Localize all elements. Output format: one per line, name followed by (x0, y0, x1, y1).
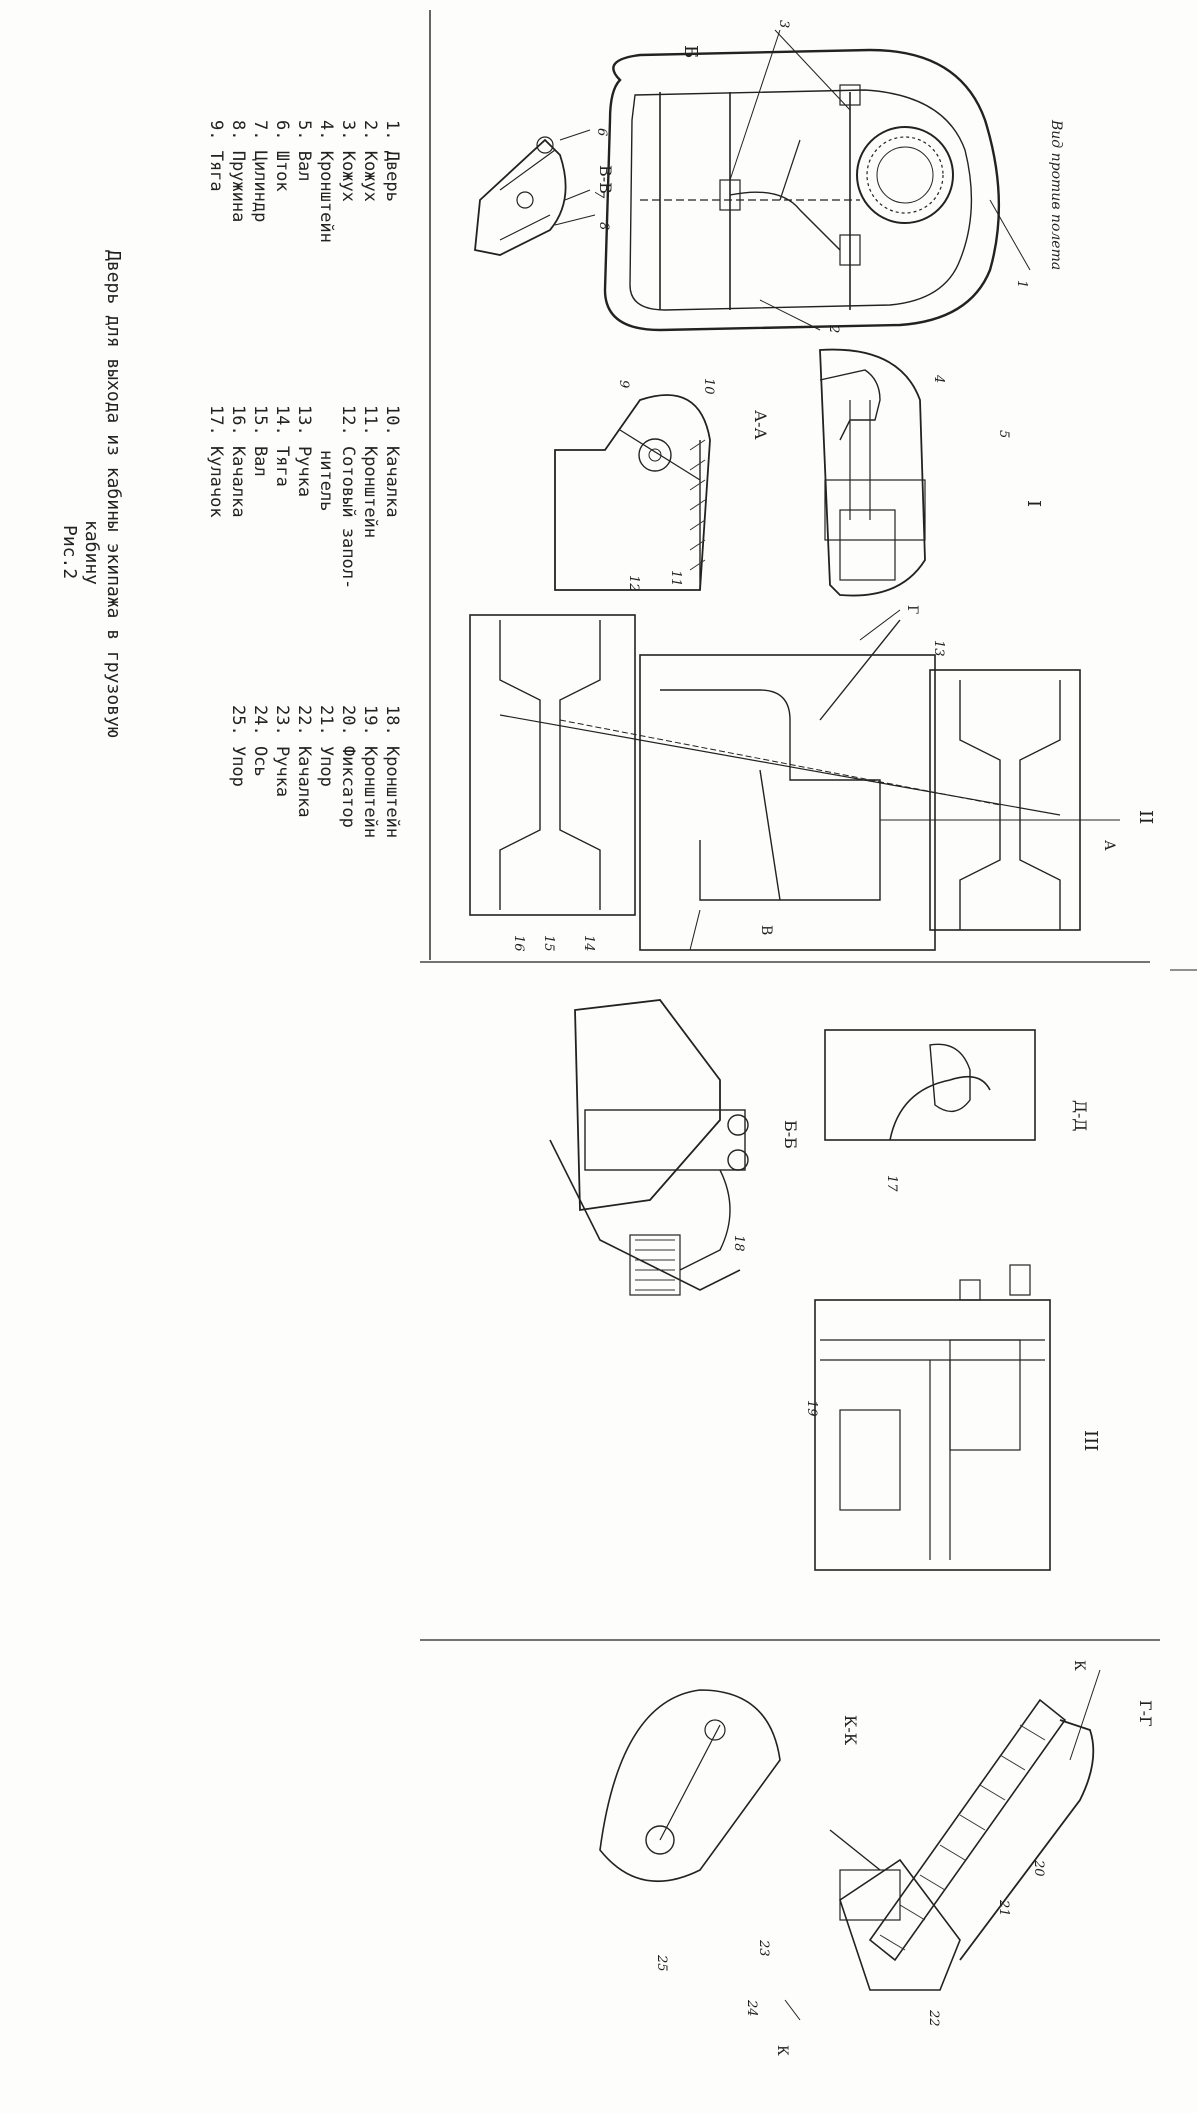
legend-item-2: 2. Кожух (360, 120, 380, 202)
label-b-b: Б-Б (781, 1120, 800, 1149)
legend-item-10: 10. Качалка (382, 405, 402, 518)
legend-item-23: 23. Ручка (272, 705, 292, 797)
legend-item-24: 24. Ось (250, 705, 270, 777)
view-note: Вид против полета (1048, 119, 1064, 270)
label-a-a: А-А (751, 410, 770, 440)
callout-9: 9 (616, 380, 631, 388)
legend-item-16: 16. Качалка (228, 405, 248, 518)
section-v-v-view (474, 129, 596, 256)
legend-item-13: 13. Ручка (294, 405, 314, 497)
legend-item-9: 9. Тяга (206, 120, 226, 192)
callout-6: 6 (594, 128, 609, 136)
callout-17: 17 (884, 1175, 899, 1192)
callout-23: 23 (756, 1939, 771, 1957)
legend-item-5: 5. Вал (294, 120, 314, 181)
callout-10: 10 (701, 378, 716, 395)
label-v-v: В-В (596, 165, 615, 194)
mark-v: В (758, 925, 774, 935)
callout-15: 15 (541, 935, 556, 952)
legend-item-3: 3. Кожух (338, 120, 358, 202)
callout-3: 3 (776, 20, 791, 28)
callout-21: 21 (996, 1899, 1011, 1917)
section-i-view (819, 348, 926, 597)
legend-item-18: 18. Кронштейн (382, 705, 402, 838)
callout-11: 11 (668, 570, 683, 587)
callout-20: 20 (1031, 1859, 1046, 1877)
legend-item-8: 8. Пружина (228, 120, 248, 222)
callout-8: 8 (596, 222, 611, 230)
legend-column-2: 10. Качалка 11. Кронштейн 12. Сотовый за… (206, 405, 402, 589)
legend-item-15: 15. Вал (250, 405, 270, 477)
callout-14: 14 (581, 935, 596, 952)
legend-item-12: 12. Сотовый запол- (338, 405, 358, 589)
callout-2: 2 (826, 324, 841, 333)
label-d-d: Д-Д (1071, 1100, 1090, 1131)
legend-item-6: 6. Шток (272, 120, 292, 192)
callout-24: 24 (744, 1999, 759, 2017)
callout-12: 12 (626, 575, 641, 592)
mark-a: А (1101, 840, 1117, 851)
legend-item-21: 21. Упор (316, 705, 336, 787)
section-a-a-view (554, 394, 711, 591)
legend-column-1: 1. Дверь 2. Кожух 3. Кожух 4. Кронштейн … (206, 120, 402, 243)
section-iii-view (814, 1264, 1051, 1571)
callout-22: 22 (926, 2009, 941, 2027)
callout-18: 18 (731, 1235, 746, 1252)
legend-item-19: 19. Кронштейн (360, 705, 380, 838)
legend-item-12-cont: нитель (316, 450, 336, 511)
legend-item-4: 4. Кронштейн (316, 120, 336, 243)
figure-caption: Дверь для выхода из кабины экипажа в гру… (59, 250, 124, 738)
callout-1: 1 (1014, 280, 1029, 288)
legend-item-1: 1. Дверь (382, 120, 402, 202)
section-g-g-view (784, 1669, 1101, 2021)
mark-k-top: К (1071, 1660, 1087, 1671)
legend-item-22: 22. Качалка (294, 705, 314, 818)
legend-item-25: 25. Упор (228, 705, 248, 787)
label-k-k: К-К (841, 1715, 860, 1746)
door-main-view (603, 29, 1031, 332)
callout-25: 25 (654, 1954, 669, 1972)
callout-4: 4 (931, 374, 946, 383)
section-d-d-view (824, 1029, 1036, 1141)
legend-item-11: 11. Кронштейн (360, 405, 380, 538)
section-k-k-view (599, 1689, 781, 1882)
label-roman-2: II (1135, 810, 1156, 824)
mark-k-bottom: К (774, 2045, 790, 2056)
mark-g: Г (904, 605, 920, 614)
callout-5: 5 (996, 430, 1011, 438)
callout-7: 7 (591, 190, 606, 199)
caption-line-1: Дверь для выхода из кабины экипажа в гру… (103, 250, 124, 738)
label-roman-3: III (1080, 1430, 1101, 1451)
legend-item-20: 20. Фиксатор (338, 705, 358, 828)
caption-line-2: кабину (81, 520, 102, 585)
label-g-g: Г-Г (1136, 1700, 1155, 1727)
central-mechanism-view (469, 609, 1120, 951)
caption-fig: Рис.2 (59, 525, 80, 579)
callout-13: 13 (931, 640, 946, 657)
label-b-top: Б (680, 45, 701, 58)
callout-numbers: 1 2 3 4 5 6 7 8 9 10 11 12 13 14 15 16 1… (511, 20, 1046, 2027)
callout-19: 19 (804, 1400, 819, 1417)
legend-item-7: 7. Цилиндр (250, 120, 270, 222)
section-b-b-view (549, 999, 749, 1296)
callout-16: 16 (511, 935, 526, 952)
legend-item-17: 17. Кулачок (206, 405, 226, 518)
label-roman-1: I (1023, 500, 1044, 507)
legend-column-3: 18. Кронштейн 19. Кронштейн 20. Фиксатор… (228, 705, 402, 838)
legend-item-14: 14. Тяга (272, 405, 292, 487)
